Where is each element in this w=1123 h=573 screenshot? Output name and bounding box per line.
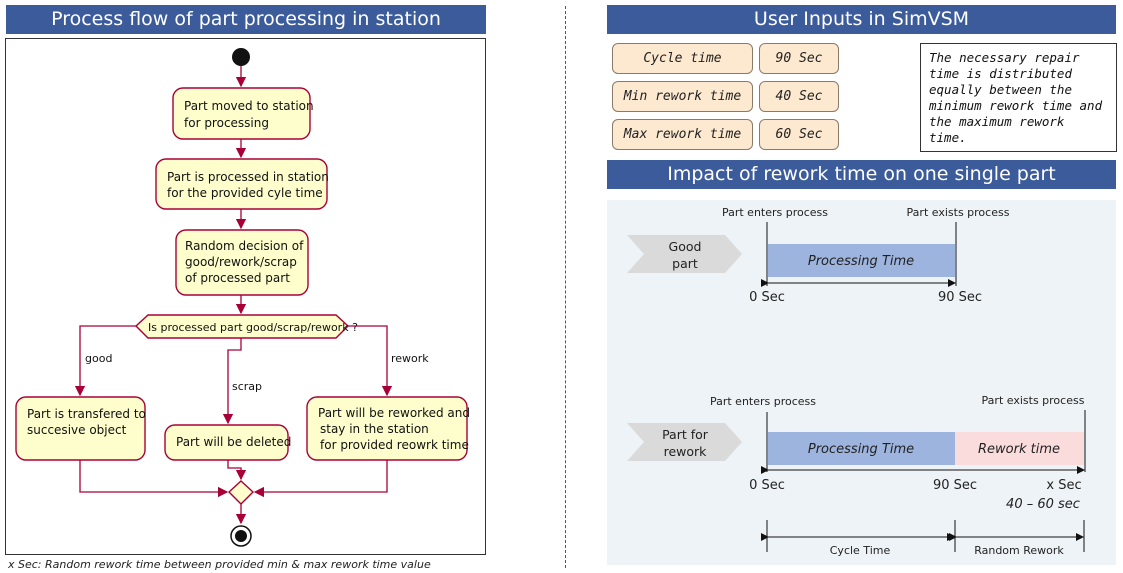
merge-node [227, 480, 255, 505]
rework-range: 40 – 60 sec [1006, 497, 1080, 512]
step-process-line1: Part is processed in station [167, 170, 329, 184]
scrap-box-line1: Part will be deleted [176, 435, 291, 449]
rework-t0: 0 Sec [749, 478, 785, 493]
step-process-box [155, 158, 328, 210]
cycle-time-label: Cycle Time [830, 544, 891, 557]
rework-part-tag-line1: Part for [662, 427, 709, 442]
inputs-title-banner: User Inputs in SimVSM [607, 5, 1116, 34]
step-random-line2: good/rework/scrap [185, 255, 297, 269]
input-min-rework-value: 40 Sec [759, 81, 839, 112]
good-part-tag-line1: Good [669, 239, 702, 254]
rework-time-bar [955, 432, 1084, 465]
good-part-chevron [627, 235, 742, 273]
good-enters-label: Part enters process [722, 206, 828, 219]
rework-part-tag-line2: rework [664, 444, 708, 459]
input-max-rework-label: Max rework time [612, 119, 753, 150]
step-random-box [175, 229, 309, 296]
flow-title-banner: Process flow of part processing in stati… [6, 5, 486, 34]
input-max-rework-value: 60 Sec [759, 119, 839, 150]
input-cycle-time-value: 90 Sec [759, 43, 839, 74]
step-random-line1: Random decision of [185, 239, 304, 253]
good-processing-text: Processing Time [808, 254, 914, 269]
good-part-tag-line2: part [672, 256, 698, 271]
good-box-line2: succesive object [27, 423, 127, 437]
rework-box-line1: Part will be reworked and [318, 406, 470, 420]
good-exits-label: Part exists process [907, 206, 1010, 219]
rework-box-line2: stay in the station [320, 422, 429, 436]
branch-good-label: good [85, 352, 112, 365]
good-t1: 90 Sec [938, 290, 982, 305]
step-random-line3: of processed part [185, 271, 290, 285]
step-move-line1: Part moved to station [184, 99, 314, 113]
panel-divider [565, 6, 566, 568]
rework-t2: x Sec [1046, 478, 1081, 493]
decision-text: Is processed part good/scrap/rework ? [148, 321, 358, 334]
impact-title-banner: Impact of rework time on one single part [607, 160, 1116, 189]
input-cycle-time-label: Cycle time [612, 43, 753, 74]
step-move-line2: for processing [184, 116, 269, 130]
good-box-line1: Part is transfered to [27, 407, 146, 421]
branch-scrap-label: scrap [232, 380, 262, 393]
rework-box-line3: for provided reowrk time [320, 438, 469, 452]
rework-time-text: Rework time [978, 442, 1060, 457]
rework-processing-bar [768, 432, 955, 465]
branch-rework-label: rework [391, 352, 429, 365]
start-node [232, 48, 250, 66]
rework-t1: 90 Sec [933, 478, 977, 493]
good-processing-bar [768, 244, 955, 277]
input-min-rework-label: Min rework time [612, 81, 753, 112]
scrap-box [164, 424, 289, 461]
rework-part-chevron [627, 423, 742, 461]
rework-processing-text: Processing Time [808, 442, 914, 457]
step-process-line2: for the provided cyle time [167, 186, 323, 200]
good-t0: 0 Sec [749, 290, 785, 305]
rework-exits-label: Part exists process [982, 394, 1085, 407]
repair-time-note: The necessary repair time is distributed… [920, 43, 1117, 152]
step-move-box [172, 87, 311, 140]
footnote: x Sec: Random rework time between provid… [8, 558, 431, 571]
rework-enters-label: Part enters process [710, 395, 816, 408]
random-rework-label: Random Rework [974, 544, 1064, 557]
